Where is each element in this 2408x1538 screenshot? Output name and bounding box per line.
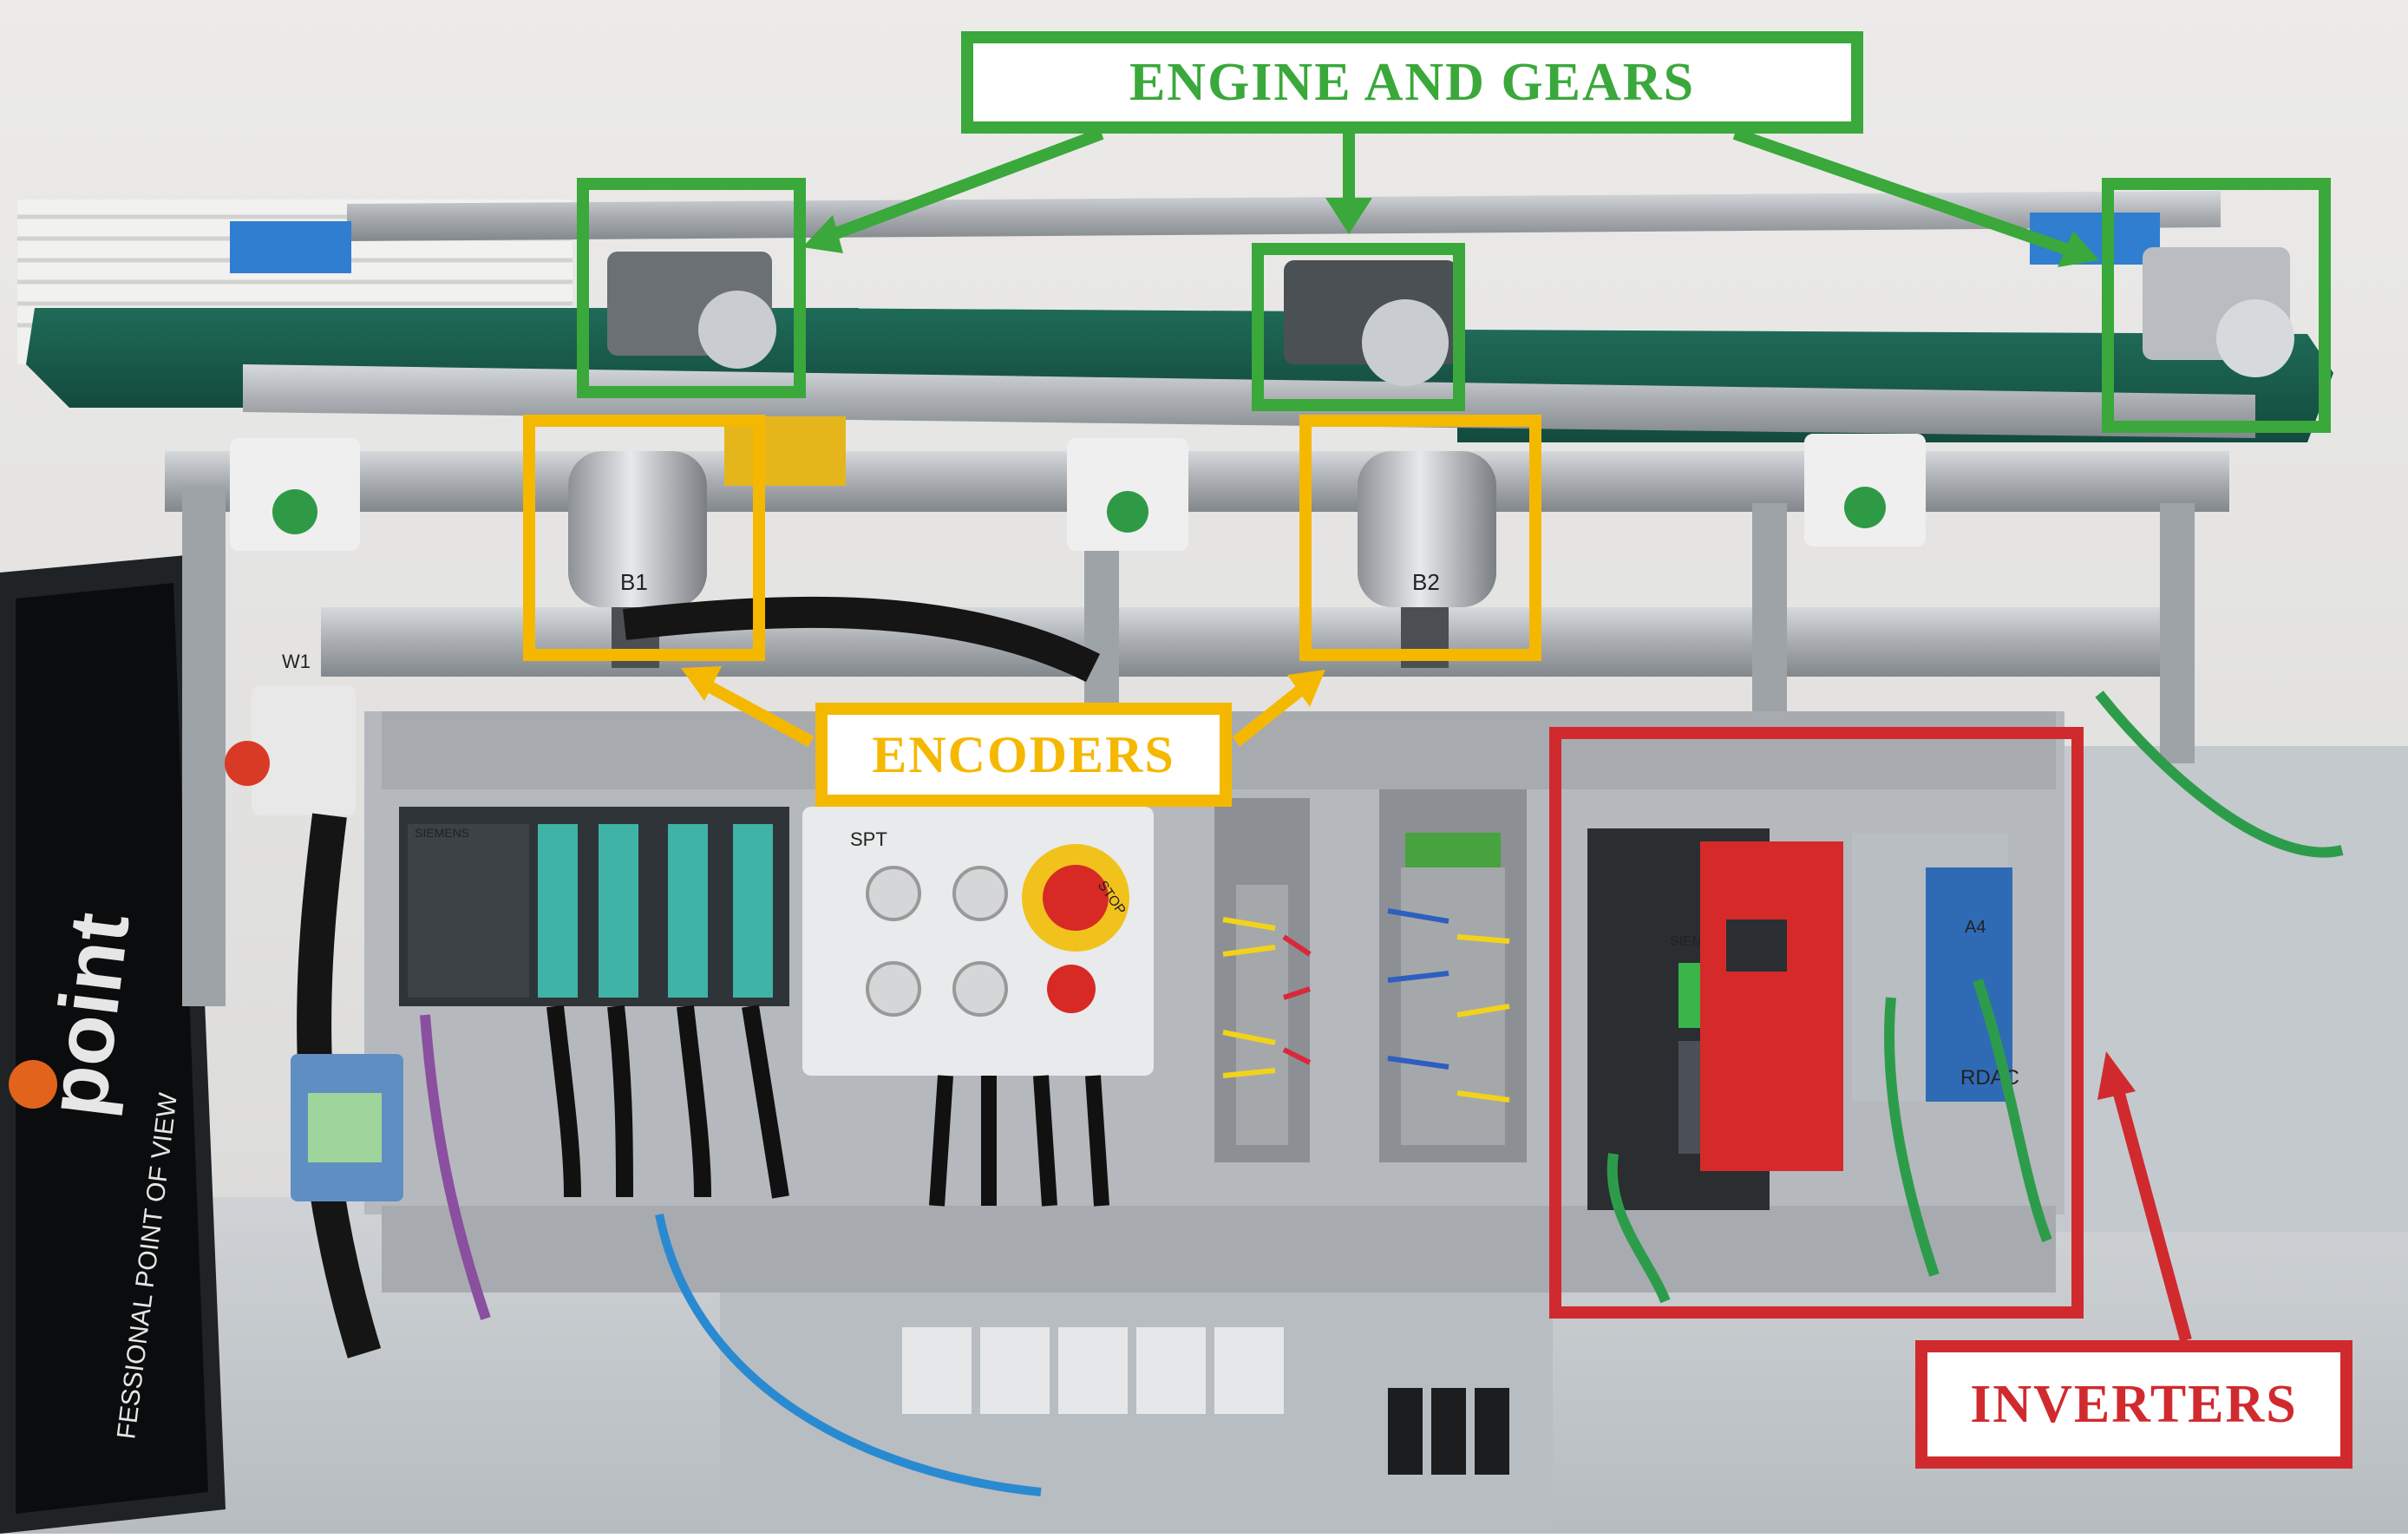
relays [1388, 1388, 1509, 1475]
encoder-annotation [523, 415, 1541, 748]
encoders-label: ENCODERS [815, 703, 1232, 807]
inverter-units: SIEMENS A4 RDAC [1587, 828, 2019, 1210]
spiral-cable [623, 596, 1101, 683]
lower-cable-duct [382, 1206, 2056, 1293]
plc-brand: SIEMENS [415, 826, 469, 840]
front-rail [243, 364, 2255, 438]
encoder-1-tag: B1 [620, 569, 648, 595]
valve-modules [902, 1327, 1284, 1414]
inverters-label: INVERTERS [1915, 1340, 2352, 1469]
tag-w1: W1 [282, 651, 311, 672]
green-ethernet-cables [1606, 690, 2344, 1304]
blue-air-hose [655, 1214, 1042, 1496]
encoder-2-tag: B2 [1412, 569, 1440, 595]
encoder-arrowheads [681, 666, 1325, 707]
terminal-wires [1222, 908, 1510, 1103]
gear-motors [607, 247, 2294, 386]
plc-cables [546, 1005, 789, 1199]
engine-arrowheads [802, 198, 2099, 267]
button-panel-label: SPT [850, 828, 887, 850]
tag-a4: A4 [1965, 918, 1986, 937]
button-housings [230, 434, 1926, 551]
engine-and-gears-label: ENGINE AND GEARS [961, 31, 1863, 134]
engine-annotation [577, 128, 2331, 433]
yellow-bracket [724, 416, 846, 486]
back-rail [347, 191, 2221, 241]
blue-sensor-left [230, 221, 351, 273]
monitor: point FESSIONAL POINT OF VIEW [0, 555, 226, 1534]
purple-cable [420, 1014, 491, 1320]
main-switch [252, 685, 356, 815]
left-cable [297, 813, 382, 1358]
inverter-annotation [1549, 727, 2192, 1342]
plc-rack: SIEMENS [399, 807, 789, 1006]
button-panel: SPT STOP [802, 807, 1154, 1076]
button-panel-cables [929, 1075, 1109, 1207]
right-bench [2047, 746, 2408, 1232]
inverter-arrowhead [2097, 1051, 2136, 1100]
